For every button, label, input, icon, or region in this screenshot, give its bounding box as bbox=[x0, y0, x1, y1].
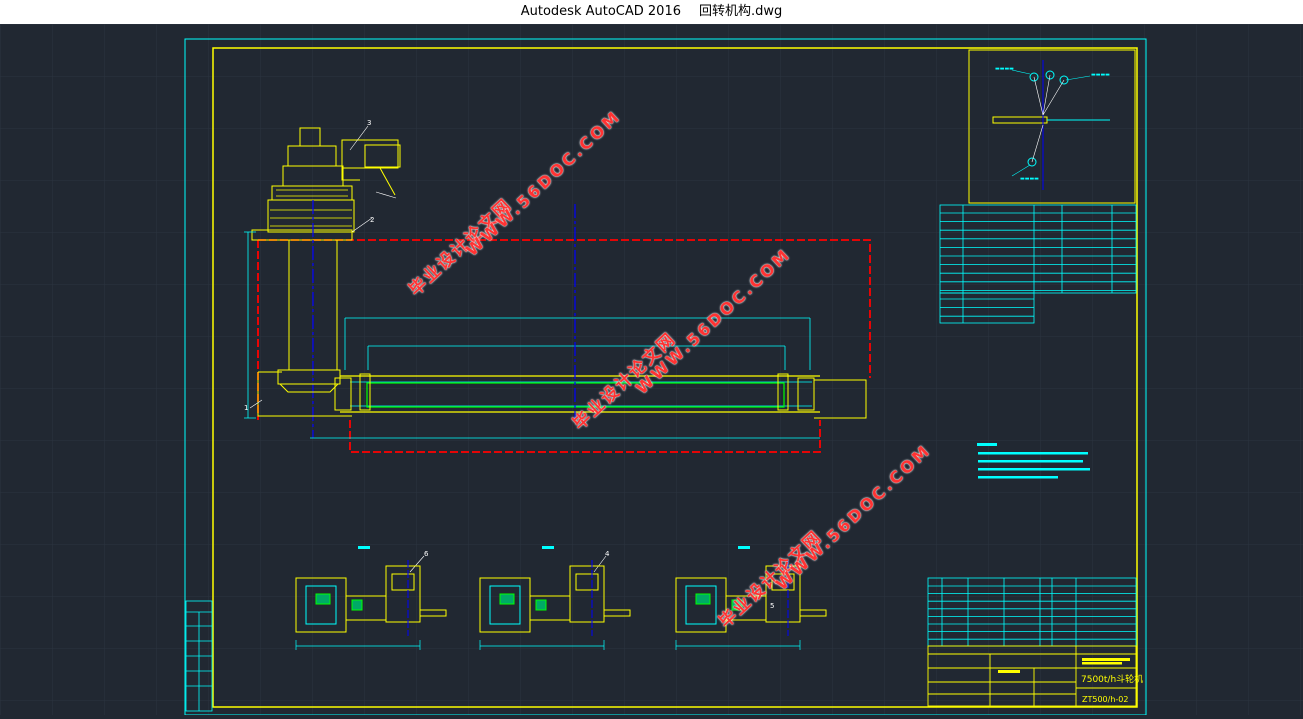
drawing-number: ZT500/h-02 bbox=[1082, 695, 1128, 704]
part-title: 7500t/h斗轮机 bbox=[1081, 673, 1143, 685]
balloon-2: 2 bbox=[370, 216, 374, 224]
left-binding-strip bbox=[185, 600, 213, 712]
app-title: Autodesk AutoCAD 2016 bbox=[520, 4, 681, 19]
balloon-5: 5 bbox=[770, 602, 774, 610]
balloon-leaders bbox=[249, 125, 607, 573]
section-view-3 bbox=[675, 546, 827, 650]
inner-border bbox=[212, 47, 1138, 708]
section-view-2 bbox=[479, 546, 631, 650]
balloon-4: 4 bbox=[605, 550, 610, 558]
title-block bbox=[927, 645, 1137, 707]
svg-text:▬▬▬▬: ▬▬▬▬ bbox=[1020, 176, 1039, 182]
drawing-canvas[interactable]: ▬▬▬▬ ▬▬▬▬ ▬▬▬▬ bbox=[0, 24, 1303, 716]
svg-text:▬▬▬▬: ▬▬▬▬ bbox=[995, 66, 1014, 72]
cad-drawing: ▬▬▬▬ ▬▬▬▬ ▬▬▬▬ bbox=[0, 24, 1303, 716]
balloon-6: 6 bbox=[424, 550, 429, 558]
file-name: 回转机构.dwg bbox=[698, 4, 783, 19]
detail-view: ▬▬▬▬ ▬▬▬▬ ▬▬▬▬ bbox=[968, 49, 1136, 204]
section-view-1 bbox=[295, 546, 447, 650]
spec-table bbox=[939, 204, 1137, 324]
balloon-1: 1 bbox=[244, 404, 248, 412]
technical-notes bbox=[977, 443, 1090, 479]
main-assembly bbox=[244, 127, 871, 453]
window-title-bar: Autodesk AutoCAD 2016 回转机构.dwg bbox=[0, 0, 1303, 24]
bom-table bbox=[927, 577, 1137, 647]
section-views bbox=[295, 546, 827, 650]
svg-text:▬▬▬▬: ▬▬▬▬ bbox=[1091, 72, 1110, 78]
balloon-3: 3 bbox=[367, 119, 371, 127]
